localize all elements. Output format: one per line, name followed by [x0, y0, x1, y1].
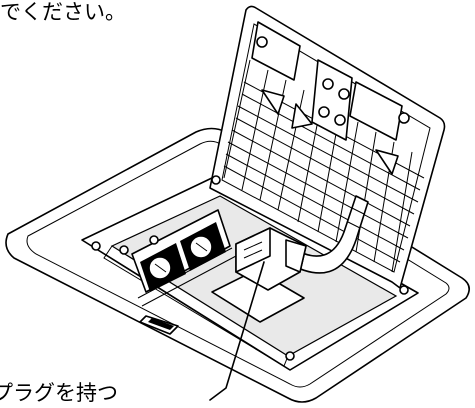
- cable: [285, 195, 369, 274]
- power-plug-icon: [235, 227, 307, 291]
- floor-plate-rim: [26, 140, 450, 388]
- hinged-lid: [209, 5, 446, 289]
- screw: [119, 245, 129, 255]
- leader-line-icon: [209, 261, 265, 401]
- callout-label: プラグを持つ: [0, 381, 118, 405]
- instruction-text: でください。: [0, 0, 126, 24]
- socket-modules: [119, 209, 237, 307]
- screw: [149, 235, 159, 245]
